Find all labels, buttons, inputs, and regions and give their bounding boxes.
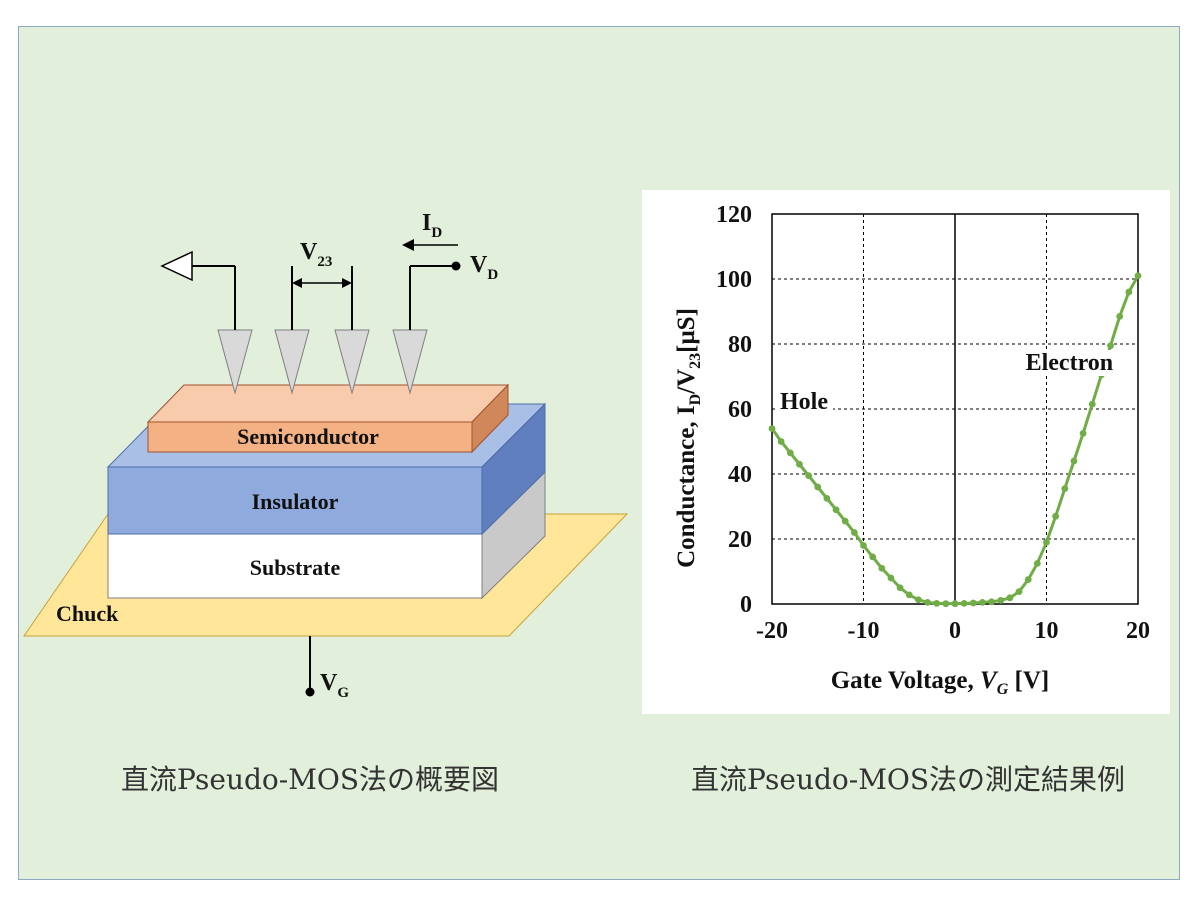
data-point — [1125, 288, 1133, 296]
y-tick-label: 20 — [728, 527, 752, 553]
data-point — [979, 598, 986, 606]
semiconductor-top — [146, 384, 510, 423]
data-point — [1024, 576, 1032, 584]
data-point — [869, 553, 877, 561]
v23-arrow-icon — [292, 278, 352, 288]
x-tick-label: -20 — [756, 618, 788, 644]
v23-label: V23 — [300, 239, 332, 270]
annotation-label: Hole — [780, 389, 828, 415]
caption-chart: 直流Pseudo-MOS法の測定結果例 — [690, 763, 1126, 796]
vg-terminal-dot — [305, 687, 315, 697]
y-tick-label: 80 — [728, 332, 752, 358]
data-point — [1043, 538, 1050, 546]
probe-1 — [160, 250, 253, 395]
data-point — [1061, 485, 1069, 493]
data-point — [969, 599, 977, 607]
probe-2 — [274, 266, 310, 395]
y-tick-label: 0 — [740, 592, 752, 618]
x-tick-label: -10 — [848, 618, 880, 644]
data-point — [1033, 559, 1041, 567]
probe-4 — [392, 261, 461, 395]
data-point — [1015, 588, 1023, 596]
vd-terminal-dot — [451, 261, 461, 271]
data-point — [997, 597, 1005, 604]
data-point — [1070, 457, 1078, 465]
insulator-layer — [107, 466, 483, 535]
data-point — [1052, 512, 1060, 520]
data-point — [1107, 342, 1114, 350]
annotation-label: Electron — [1026, 350, 1114, 376]
data-point — [805, 472, 812, 480]
data-point — [860, 542, 867, 549]
vg-label: VG — [320, 670, 349, 701]
probe-3 — [334, 266, 370, 395]
x-tick-label: 0 — [949, 618, 961, 644]
data-point — [942, 600, 950, 608]
semiconductor-label: Semiconductor — [237, 424, 379, 449]
data-point — [768, 425, 776, 432]
data-point — [841, 517, 849, 525]
chuck-label: Chuck — [56, 601, 119, 626]
data-point — [1006, 594, 1014, 602]
annotation-bg — [1014, 350, 1125, 376]
data-point — [951, 600, 959, 608]
data-point — [1134, 272, 1142, 280]
vd-label: VD — [470, 252, 498, 283]
data-point — [832, 506, 840, 514]
id-arrow-icon — [402, 239, 458, 251]
data-point — [796, 460, 803, 468]
y-axis-label: Conductance, ID/V23[μS] — [673, 308, 704, 568]
annotations: Hole Electron — [775, 350, 1125, 415]
x-tick-label: 10 — [1035, 618, 1059, 644]
tick-labels: -20 -10 0 10 20 0 20 40 60 80 100 120 — [716, 202, 1150, 644]
data-point — [1116, 312, 1124, 320]
data-point — [960, 599, 968, 607]
data-point — [814, 483, 822, 491]
data-point — [988, 598, 995, 606]
id-label: ID — [422, 210, 442, 241]
pseudo-mos-diagram: Chuck Substrate Insulator Semiconductor … — [23, 210, 629, 701]
annotation-bg — [775, 389, 834, 415]
data-point — [823, 494, 831, 502]
data-point — [933, 599, 941, 607]
data-point — [1088, 400, 1096, 408]
data-point — [850, 529, 858, 536]
data-point — [924, 598, 931, 606]
conductance-series — [768, 272, 1142, 608]
x-axis-label: Gate Voltage, VG [V] — [831, 667, 1050, 698]
data-point — [1079, 429, 1087, 437]
data-point — [905, 591, 913, 599]
data-point — [777, 438, 785, 445]
caption-diagram: 直流Pseudo-MOS法の概要図 — [120, 763, 500, 796]
substrate-label: Substrate — [250, 555, 341, 580]
semiconductor-layer — [147, 421, 473, 453]
data-point — [786, 449, 794, 457]
data-point — [878, 564, 886, 572]
y-tick-label: 120 — [716, 202, 752, 228]
x-tick-label: 20 — [1126, 618, 1150, 644]
y-tick-label: 100 — [716, 267, 752, 293]
y-tick-label: 40 — [728, 462, 752, 488]
ground-triangle-icon — [160, 250, 193, 282]
data-point — [915, 596, 922, 604]
y-tick-label: 60 — [728, 397, 752, 423]
insulator-label: Insulator — [252, 489, 339, 514]
substrate-layer — [107, 533, 483, 599]
data-point — [887, 574, 895, 582]
data-point — [896, 584, 904, 592]
